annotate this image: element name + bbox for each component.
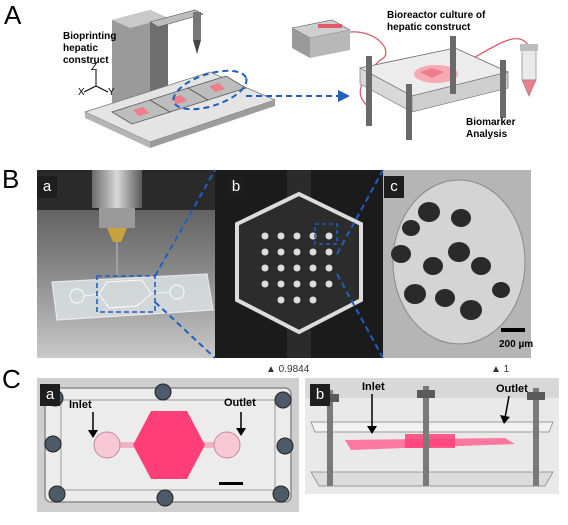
photo-hexagon-chamber [215, 170, 383, 358]
axis-label-x: X [78, 87, 85, 98]
bioreactor-label: Bioreactor culture of hepatic construct [387, 10, 486, 33]
panel-letter-a: A [4, 0, 22, 30]
left-inlet-label: Inlet [69, 399, 92, 411]
panel-b-connectors [154, 169, 384, 359]
dot-grid [261, 232, 333, 304]
bioprinter-illustration [83, 9, 277, 148]
biomarker-label: Biomarker Analysis [466, 117, 516, 140]
right-arrows [367, 394, 510, 434]
highlight-ellipse [172, 69, 248, 111]
subpanel-label-c-a: a [40, 384, 60, 406]
chip-2 [149, 87, 209, 113]
chip-3 [187, 75, 247, 101]
panel-letter-c: C [2, 364, 21, 394]
axis-label-z: Z [91, 62, 98, 73]
right-inlet-label: Inlet [362, 381, 385, 393]
scale-bar-label: 200 µm [499, 339, 534, 350]
photo-bioprinting-nozzle [37, 170, 215, 358]
readout-right: ▲ 1 [491, 364, 510, 375]
panel-letter-b: B [2, 164, 20, 194]
left-outlet-label: Outlet [224, 397, 256, 409]
left-arrows [88, 412, 246, 438]
subpanel-label-b-c: c [384, 176, 404, 198]
dashed-arrow-head [338, 90, 350, 102]
spheroid-cluster [391, 202, 510, 320]
subpanel-label-b-a: a [37, 176, 57, 198]
axis-label-y: Y [108, 87, 115, 98]
axis-indicator [83, 70, 109, 93]
readout-left: ▲ 0.9844 [266, 364, 310, 375]
bioprinting-label: Bioprinting hepatic construct [63, 31, 117, 66]
bioreactor-illustration [291, 19, 538, 140]
photo-microscopy-spheroids [383, 170, 531, 358]
photo-device-side-view [305, 378, 559, 494]
subpanel-label-c-b: b [310, 384, 330, 406]
right-outlet-label: Outlet [496, 383, 528, 395]
hexagon-chamber-red [133, 411, 205, 479]
panel-a-illustration [83, 9, 538, 148]
photo-device-top-view [37, 378, 299, 512]
subpanel-label-b-b: b [226, 176, 246, 198]
